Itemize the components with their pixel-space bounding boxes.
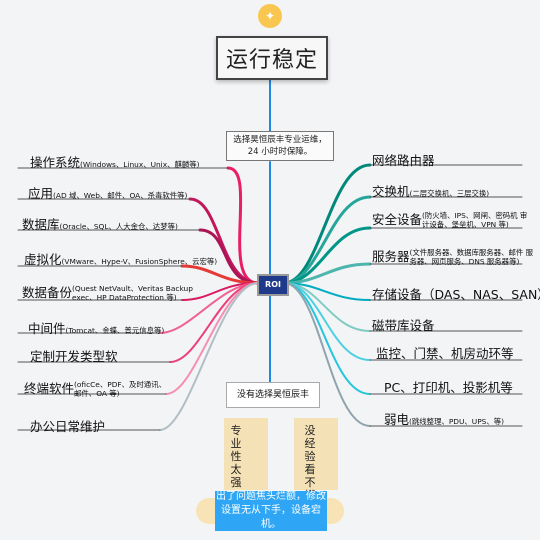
pillar-right <box>294 418 338 490</box>
right-item-server: 服务器(文件服务器、数据库服务器、邮件 服务器、网页服务、DNS 服务器等) <box>372 247 533 266</box>
center-note: 选择昊恒辰丰专业运维，24 小时时保障。 <box>226 131 334 161</box>
right-item-switch: 交换机(二层交换机、三层交换) <box>372 184 490 199</box>
left-item-backup: 数据备份(Quest NetVault、Veritas Backup exec、… <box>22 283 193 302</box>
lightbulb-icon: ✦ <box>258 4 282 28</box>
right-item-monitoring: 监控、门禁、机房动环等 <box>376 346 514 361</box>
pillar-left <box>224 418 268 490</box>
bottom-conclusion: 出了问题焦头烂额，修改设置无从下手，设备宕机。 <box>215 491 327 531</box>
right-branch-3 <box>282 262 372 285</box>
right-item-low-voltage: 弱电(跳线整理、PDU、UPS、等) <box>384 412 505 427</box>
left-item-virtualization: 虚拟化(VMware、Hype-V、FusionSphere、云宏等) <box>24 252 218 267</box>
left-branch-1 <box>188 197 260 285</box>
left-item-os: 操作系统(Windows、Linux、Unix、麒麟等) <box>30 155 200 170</box>
left-item-terminal-software: 终端软件(oficCe、PDF、及时通讯、邮件、OA 等) <box>24 379 166 398</box>
right-item-pc-printer: PC、打印机、投影机等 <box>384 380 513 395</box>
right-branch-8 <box>283 282 371 427</box>
right-branch-1 <box>282 195 372 285</box>
left-branch-0 <box>226 166 260 285</box>
left-item-middleware: 中间件(Tomcat、金蝶、普元信息等) <box>28 321 165 336</box>
left-item-custom-software: 定制开发类型软 <box>30 349 118 364</box>
bottom-label-box: 没有选择昊恒辰丰 <box>226 382 320 408</box>
pillar-left-text: 专业性太强 <box>230 424 242 489</box>
left-item-database: 数据库(Oracle、SQL、人大金仓、达梦等) <box>22 217 178 232</box>
left-item-office-maintenance: 办公日常维护 <box>30 419 106 434</box>
center-node: ROI <box>257 274 289 296</box>
right-item-storage: 存储设备（DAS、NAS、SAN） <box>372 287 540 302</box>
right-branch-6 <box>283 282 371 361</box>
left-branch-8 <box>159 282 259 431</box>
right-item-tape-library: 磁带库设备 <box>372 318 435 333</box>
right-item-security: 安全设备(防火墙、IPS、网闸、密码机 审计设备、堡垒机、VPN 等) <box>372 210 528 229</box>
left-item-apps: 应用(AD 域、Web、邮件、OA、杀毒软件等) <box>28 186 188 201</box>
page-title: 运行稳定 <box>216 36 328 80</box>
right-item-router: 网络路由器 <box>372 153 435 168</box>
